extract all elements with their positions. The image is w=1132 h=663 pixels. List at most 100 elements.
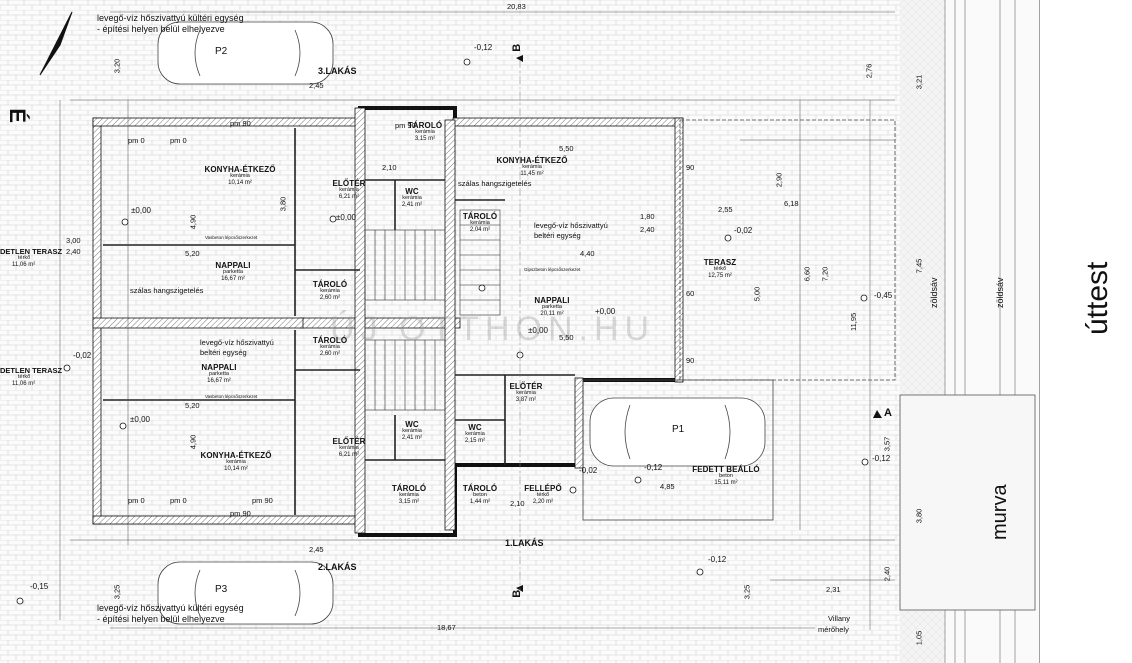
furniture-label: pm 90 xyxy=(395,121,416,130)
level-label: ±0,00 xyxy=(336,213,356,222)
level-label: ±0,00 xyxy=(130,415,150,424)
room-material: kerámia xyxy=(402,195,422,202)
dimension-label: 6,60 xyxy=(802,266,812,282)
room-area: 3,15 m² xyxy=(414,136,436,143)
indoor-unit-note-2a: levegő-víz hőszivattyú xyxy=(200,338,274,347)
terrace-right-outline xyxy=(679,119,896,381)
section-b-bottom: B xyxy=(511,589,524,598)
dimension-label: 7,45 xyxy=(914,258,924,274)
dimension-label: 2,40 xyxy=(640,225,655,234)
room-area: 11,06 m² xyxy=(12,261,36,268)
level-label: +0,00 xyxy=(595,307,616,316)
room-name: ELŐTÉR xyxy=(509,382,543,391)
dimension-label: 5,20 xyxy=(185,249,200,258)
room-name: TÁROLÓ xyxy=(312,280,348,289)
room-name: KONYHA-ÉTKEZŐ xyxy=(496,156,568,165)
indoor-unit-note-2b: beltéri egység xyxy=(200,348,247,357)
watermark: ÚJ OTTHON.HU xyxy=(330,310,656,348)
gipszbeton-note: Gipszbeton lépcsőszerkezet xyxy=(524,267,581,272)
room-name: DETLEN TERASZ xyxy=(0,366,63,375)
green-strip-label-1: zöldsáv xyxy=(929,277,939,308)
section-a-marker xyxy=(873,410,882,418)
heat-pump-note-bottom-1: levegő-víz hőszivattyú kültéri egység xyxy=(97,603,244,613)
room-name: TÁROLÓ xyxy=(407,121,443,130)
room-material: kerámia xyxy=(522,164,542,171)
compass-label: É xyxy=(4,108,30,123)
parking-p3: P3 xyxy=(215,584,228,595)
dimension-label: 2,55 xyxy=(718,205,733,214)
room-area: 2,60 m² xyxy=(319,295,341,302)
room-area: 10,14 m² xyxy=(224,466,248,473)
dimension-label: 4,85 xyxy=(660,482,675,491)
level-label: -0,12 xyxy=(644,463,663,472)
room-area: 2,60 m² xyxy=(319,351,341,358)
dimension-label: 5,20 xyxy=(185,401,200,410)
room-name: WC xyxy=(405,187,419,196)
dimension-label: 2,45 xyxy=(309,81,324,90)
vasbeton-note-2: Vasbeton lépcsőszerkezet xyxy=(205,394,258,399)
car-p1 xyxy=(589,397,766,467)
flat-3-label: 3.LAKÁS xyxy=(318,66,357,76)
room-name: WC xyxy=(468,423,482,432)
room-material: kerámia xyxy=(415,129,435,136)
level-label: -0,02 xyxy=(579,466,598,475)
dimension-label: 60 xyxy=(686,289,695,298)
room-name: KONYHA-ÉTKEZŐ xyxy=(204,165,276,174)
room-area: 1,44 m² xyxy=(469,499,491,506)
vasbeton-note-1: Vasbeton lépcsőszerkezet xyxy=(205,235,258,240)
room-material: kerámia xyxy=(226,459,246,466)
room-material: kerámia xyxy=(230,173,250,180)
dimension-lines xyxy=(59,11,895,630)
room-name: KONYHA-ÉTKEZŐ xyxy=(200,451,272,460)
dimension-label: 3,80 xyxy=(914,508,924,524)
room-area: 3,87 m² xyxy=(515,397,537,404)
insulation-note-2: szálas hangszigetelés xyxy=(130,286,204,295)
dimension-label: 2,45 xyxy=(309,545,324,554)
dimension-label: 4,90 xyxy=(188,434,198,450)
level-label: ±0,00 xyxy=(528,326,548,335)
villany-note-2: mérőhely xyxy=(818,625,849,634)
room-material: beton xyxy=(719,473,733,480)
room-name: DETLEN TERASZ xyxy=(0,247,63,256)
room-name: WC xyxy=(405,420,419,429)
furniture-label: pm 0 xyxy=(170,136,187,145)
heat-pump-note-bottom-2: - építési helyen belül elhelyezve xyxy=(97,614,225,624)
stairs xyxy=(364,209,501,411)
room-name: FEDETT BEÁLLÓ xyxy=(692,465,760,474)
level-label: -0,02 xyxy=(734,226,753,235)
room-material: térkő xyxy=(18,254,31,261)
room-name: NAPPALI xyxy=(534,296,570,305)
room-name: NAPPALI xyxy=(201,363,237,372)
room-material: kerámia xyxy=(465,431,485,438)
street-gravel-label: murva xyxy=(989,484,1011,540)
section-b-top: B xyxy=(511,43,524,52)
dimension-label: 3,20 xyxy=(112,58,122,74)
heat-pump-note-top-2: - építési helyen belül elhelyezve xyxy=(97,24,225,34)
north-arrow xyxy=(39,11,73,76)
room-area: 6,21 m² xyxy=(338,194,360,201)
room-name: TÁROLÓ xyxy=(462,212,498,221)
dimension-label: 90 xyxy=(686,356,695,365)
dimension-label: 1,80 xyxy=(640,212,655,221)
room-material: kerámia xyxy=(339,445,359,452)
heat-pump-note-top-1: levegő-víz hőszivattyú kültéri egység xyxy=(97,13,244,23)
interior-partitions xyxy=(103,128,575,515)
dimension-label: 2,40 xyxy=(882,566,892,582)
room-name: FELLÉPŐ xyxy=(524,484,562,493)
flat-2-label: 2.LAKÁS xyxy=(318,562,357,572)
dimension-label: 4,90 xyxy=(188,214,198,230)
wall-hatch xyxy=(92,107,684,534)
room-area: 16,67 m² xyxy=(221,276,245,283)
furniture-label: pm 90 xyxy=(230,119,251,128)
